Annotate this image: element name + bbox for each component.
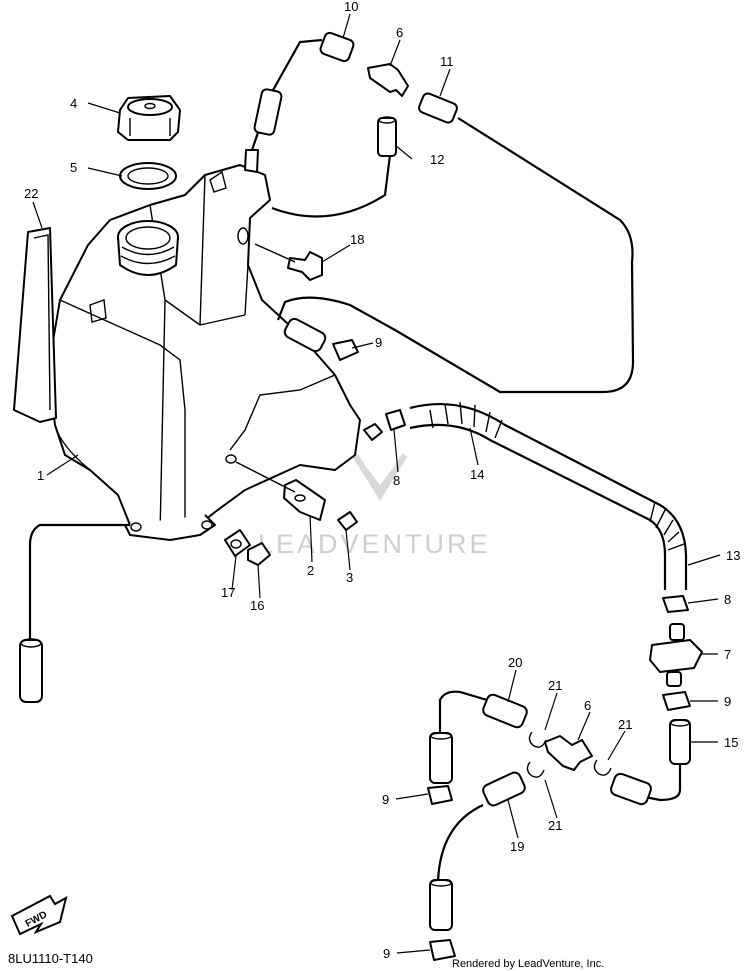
- callout-label: 14: [470, 467, 484, 482]
- callout-label: 20: [508, 655, 522, 670]
- callout-label: 15: [724, 735, 738, 750]
- fwd-arrow-icon: FWD: [10, 894, 68, 936]
- callout-label: 19: [510, 839, 524, 854]
- callout-label: 21: [548, 818, 562, 833]
- callout-label: 3: [346, 570, 353, 585]
- leader-lines: [32, 13, 721, 954]
- callout-label: 5: [70, 160, 77, 175]
- tank-cap: [117, 95, 181, 141]
- callout-label: 8: [393, 473, 400, 488]
- diagram-id: 8LU1110-T140: [8, 951, 93, 966]
- callout-label: 6: [396, 25, 403, 40]
- fuel-hose-main: [385, 401, 703, 802]
- vent-hoses: [250, 31, 635, 394]
- callout-label: 9: [383, 946, 390, 961]
- callout-label: 7: [724, 647, 731, 662]
- callout-label: 6: [584, 698, 591, 713]
- cap-gasket: [119, 162, 177, 190]
- drain-hose-left: [19, 523, 130, 703]
- callout-label: 22: [24, 186, 38, 201]
- callout-label: 9: [382, 792, 389, 807]
- callout-label: 18: [350, 232, 364, 247]
- fuel-tank: [47, 149, 383, 541]
- callout-label: 13: [726, 548, 740, 563]
- callout-label: 1: [37, 468, 44, 483]
- callout-label: 21: [618, 717, 632, 732]
- callout-label: 21: [548, 678, 562, 693]
- render-credit: Rendered by LeadVenture, Inc.: [452, 958, 604, 970]
- mounting-hardware: [224, 461, 358, 566]
- callout-label: 9: [724, 694, 731, 709]
- callout-label: 4: [70, 96, 77, 111]
- callout-label: 16: [250, 598, 264, 613]
- watermark-text: LEADVENTURE: [258, 529, 491, 559]
- callout-label: 10: [344, 0, 358, 14]
- side-shroud-panel: [13, 227, 57, 423]
- lower-hose-assembly: [427, 690, 652, 961]
- callout-label: 17: [221, 585, 235, 600]
- callout-label: 8: [724, 592, 731, 607]
- callout-label: 2: [307, 563, 314, 578]
- callout-labels: 10 6 11 4 12 5 22 18 9 1 14 8 13 2 3 17 …: [24, 0, 740, 961]
- callout-label: 9: [375, 335, 382, 350]
- callout-label: 12: [430, 152, 444, 167]
- watermark: LEADVENTURE: [258, 453, 491, 559]
- callout-label: 11: [440, 54, 454, 69]
